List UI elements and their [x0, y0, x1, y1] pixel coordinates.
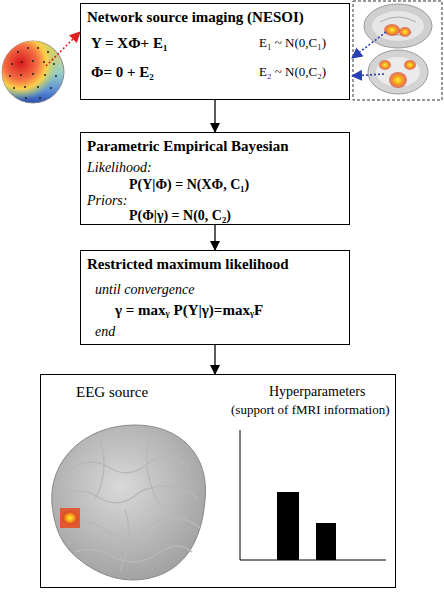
eeg-topography: [11, 63, 13, 65]
eeg-topography: [47, 51, 49, 53]
cortex-surface: [52, 425, 206, 580]
eeg-topography: [32, 73, 34, 75]
equation: Φ= 0 + E₂: [91, 64, 251, 81]
eeg-topography: [24, 86, 26, 88]
eeg-topography: [44, 74, 46, 76]
cortex-surface: [52, 425, 206, 580]
eeg-topography: [37, 47, 39, 49]
box-title: Restricted maximum likelihood: [87, 256, 345, 273]
flow-arrow: [214, 100, 215, 132]
panel-label: (support of fMRI information): [231, 403, 396, 418]
fmri-slices: [399, 27, 411, 37]
eeg-topography: [9, 75, 11, 77]
box-title: Network source imaging (NESOI): [87, 9, 345, 26]
eeg-topography: [2, 41, 64, 103]
eeg-topography: [17, 51, 19, 53]
eeg-topography: [53, 63, 55, 65]
fmri-slices: [404, 60, 416, 70]
fmri-slices: [389, 72, 407, 88]
eeg-topography: [9, 47, 57, 99]
flow-arrow: [214, 225, 215, 250]
cortex-surface: [60, 438, 200, 570]
equation: Y = XΦ+ E₁: [91, 35, 251, 52]
cortex-surface: [60, 508, 80, 528]
cortex-surface: [70, 456, 190, 473]
source-arrow: [46, 32, 80, 66]
fmri-slices: [376, 57, 420, 87]
eeg-topography: [13, 87, 15, 89]
eeg-topography: [43, 61, 45, 63]
eeg-topography: [20, 74, 22, 76]
process-box: Restricted maximum likelihood until conve…: [80, 250, 350, 345]
bar-chart: [240, 430, 386, 560]
eeg-topography: [21, 61, 23, 63]
eeg-topography: [32, 60, 34, 62]
flow-arrow: [214, 345, 215, 374]
cortex-surface: [62, 511, 78, 525]
panel-label: EEG source: [76, 384, 216, 401]
bar-chart: [316, 523, 336, 560]
equation: γ = maxᵧ P(Y|γ)=maxᵧF: [115, 302, 345, 319]
fmri-slices: [353, 1, 442, 100]
fmri-arrow: [352, 74, 384, 76]
fmri-slices: [372, 11, 424, 41]
cortex-surface: [62, 517, 200, 536]
eeg-topography: [55, 75, 57, 77]
bar-chart: [240, 430, 386, 560]
fmri-slices: [384, 24, 400, 36]
process-box: EEG source Hyperparameters (support of fMR…: [40, 374, 396, 588]
equation: P(Φ|γ) = N(0, C₂): [129, 208, 344, 224]
eeg-topography: [39, 97, 41, 99]
eeg-topography: [37, 86, 39, 88]
loop-keyword: end: [95, 324, 195, 340]
cortex-surface: [60, 486, 198, 503]
eeg-topography: [2, 41, 64, 103]
fmri-slices: [353, 1, 442, 100]
eeg-topography: [25, 97, 27, 99]
fmri-slices: [368, 50, 428, 94]
panel-label: Hyperparameters: [269, 384, 394, 400]
equation: E₂ ~ N(0,C₂): [259, 65, 349, 80]
cortex-surface: [75, 546, 192, 562]
section-label: Priors:: [87, 193, 207, 209]
eeg-topography: [50, 87, 52, 89]
eeg-topography: [2, 41, 64, 103]
process-box: Network source imaging (NESOI) Y = XΦ+ E₁…: [80, 3, 350, 100]
process-box: Parametric Empirical BayesianLikelihood:…: [80, 132, 350, 225]
fmri-slices: [364, 4, 432, 48]
bar-chart: [277, 492, 299, 560]
cortex-surface: [95, 438, 160, 570]
section-label: Likelihood:: [87, 160, 207, 176]
loop-keyword: until convergence: [95, 282, 295, 298]
fmri-slices: [380, 17, 416, 35]
eeg-topography: [27, 47, 29, 49]
equation: E₁ ~ N(0,C₁): [259, 36, 349, 51]
equation: P(Y|Φ) = N(XΦ, C₁): [129, 177, 344, 193]
fmri-arrow: [352, 32, 386, 58]
fmri-slices: [379, 60, 391, 70]
box-title: Parametric Empirical Bayesian: [87, 138, 345, 155]
